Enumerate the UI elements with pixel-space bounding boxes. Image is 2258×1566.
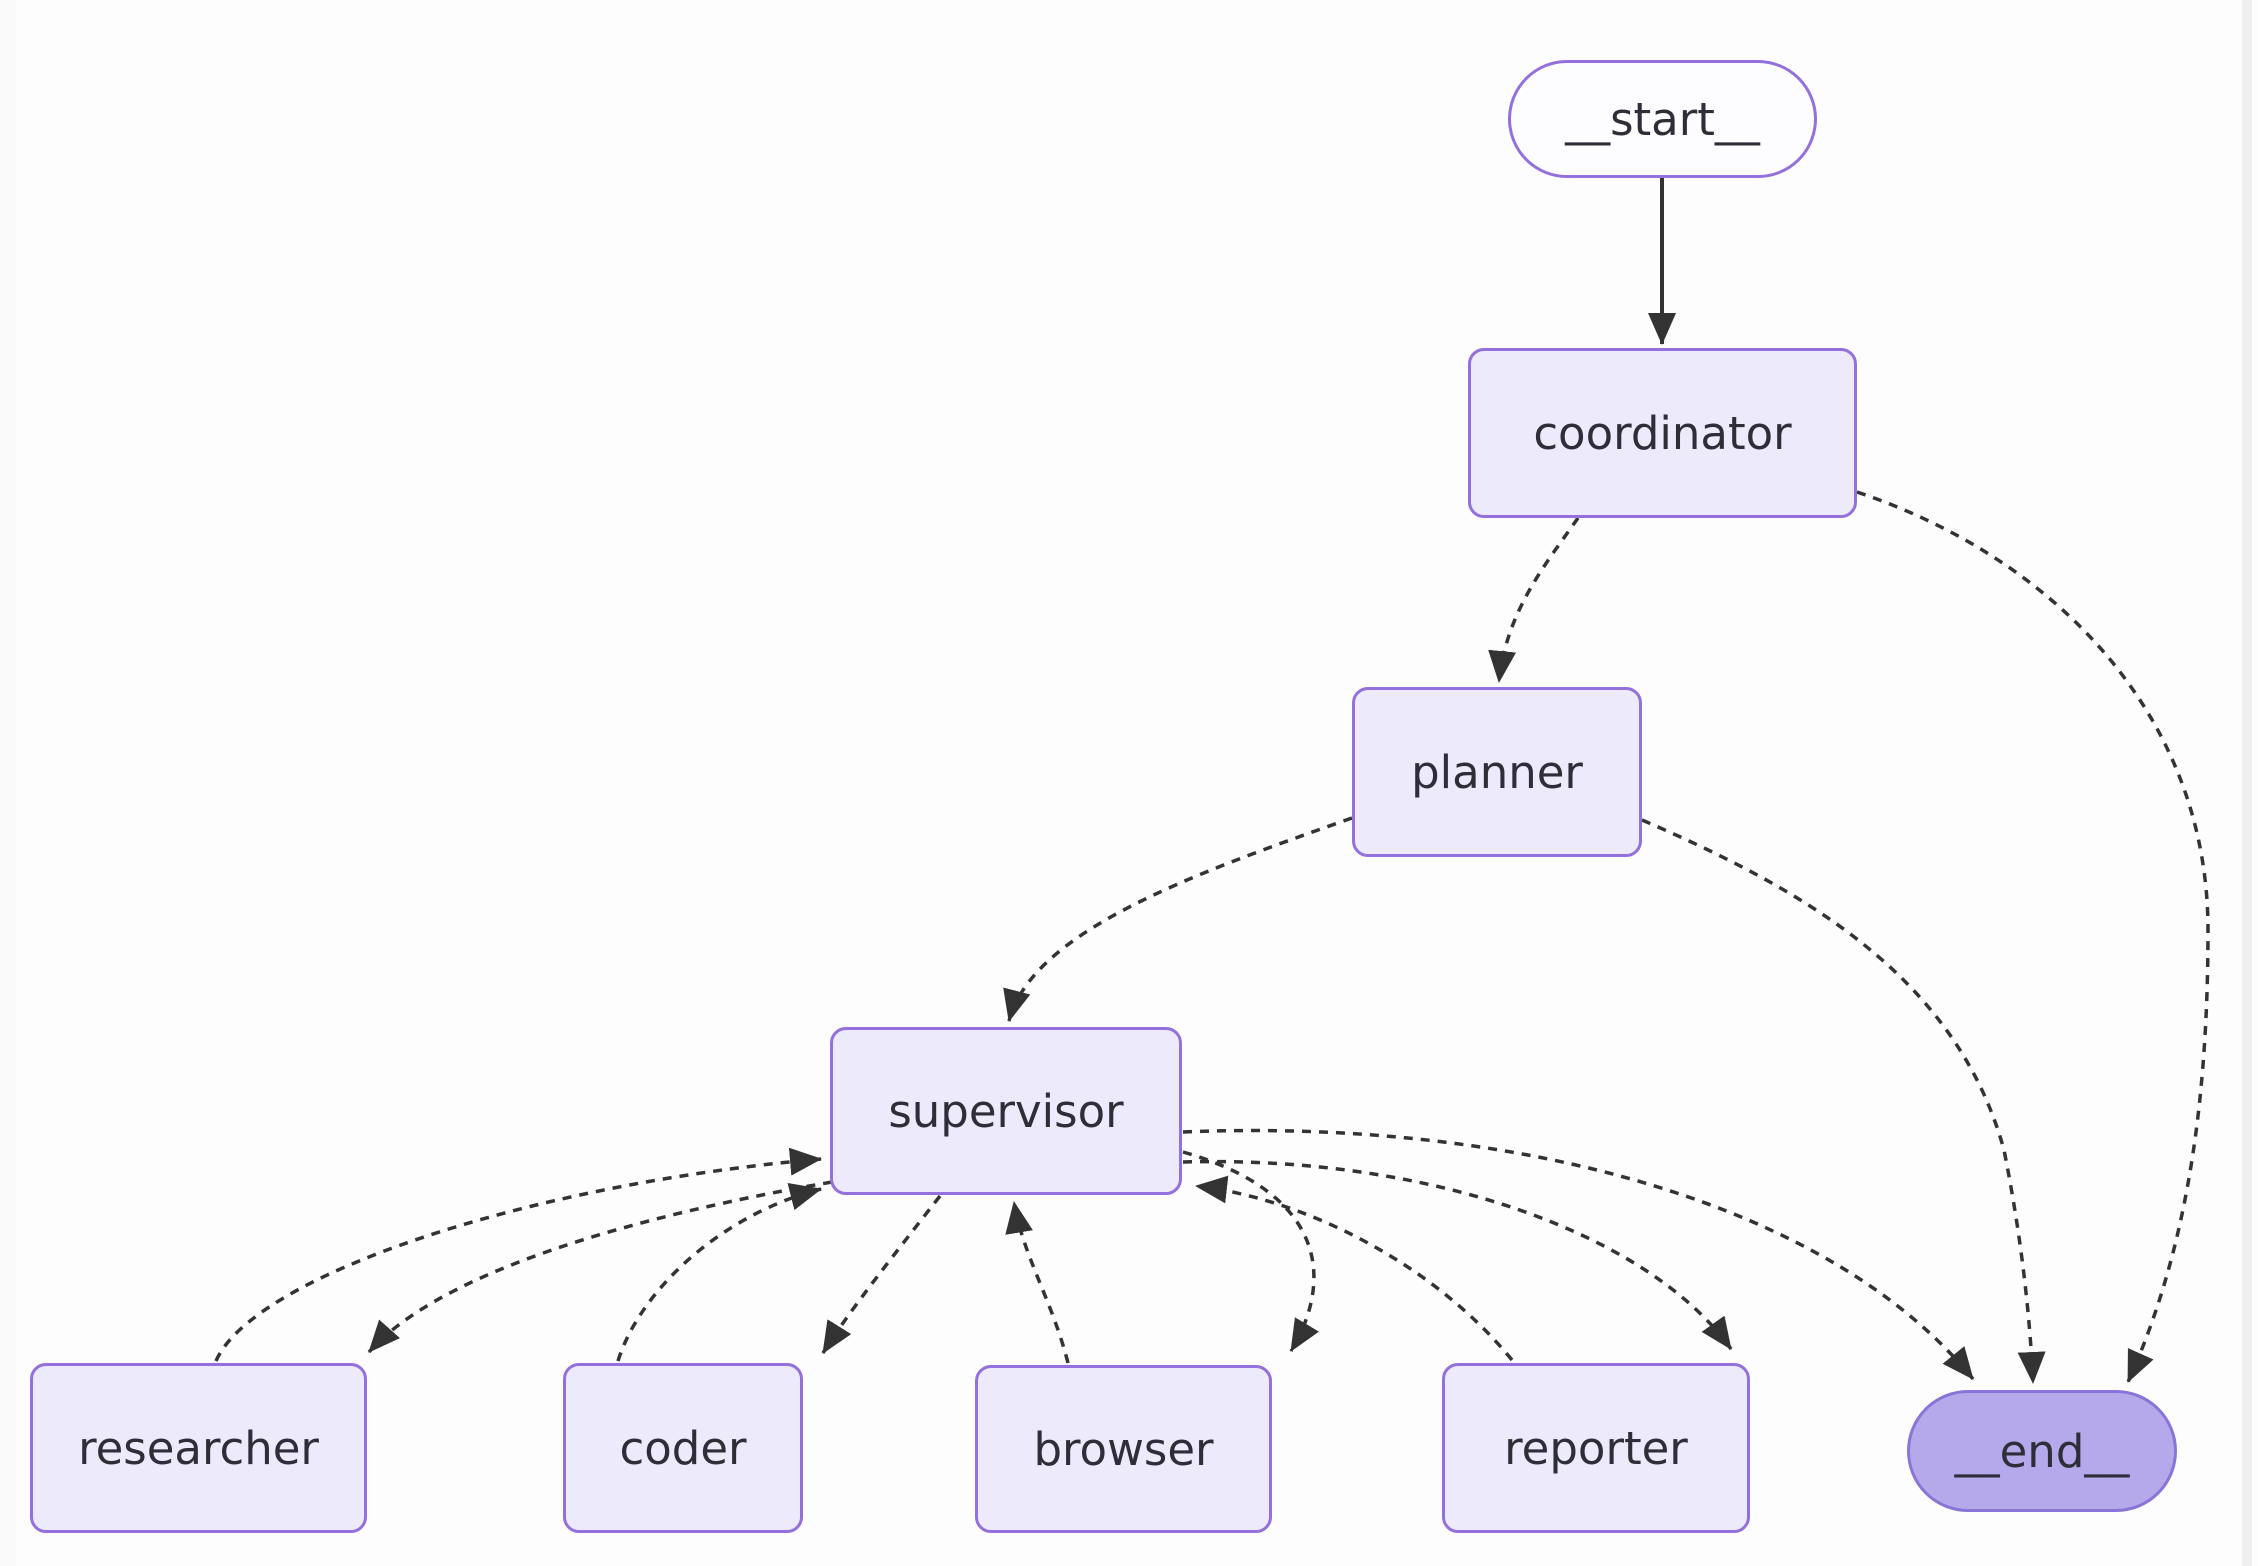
node-browser: browser: [975, 1365, 1272, 1533]
edge-reporter-to-supervisor: [1195, 1175, 1514, 1362]
node-label-reporter: reporter: [1504, 1421, 1688, 1475]
edge-planner-to-end: [1641, 818, 2046, 1384]
node-label-browser: browser: [1033, 1422, 1214, 1476]
node-label-coder: coder: [619, 1421, 747, 1475]
node-label-supervisor: supervisor: [888, 1084, 1124, 1138]
edge-researcher-to-supervisor: [214, 1147, 822, 1362]
page-left-gutter: [0, 0, 16, 1566]
edge-supervisor-to-researcher: [367, 1180, 833, 1354]
node-end: __end__: [1907, 1390, 2177, 1512]
edge-supervisor-to-browser: [1182, 1150, 1319, 1352]
edge-coordinator-to-planner: [1488, 516, 1580, 683]
edge-browser-to-supervisor: [1005, 1201, 1070, 1364]
edge-supervisor-to-end: [1182, 1128, 1975, 1381]
node-label-coordinator: coordinator: [1533, 406, 1792, 460]
edge-supervisor-to-coder: [821, 1194, 942, 1354]
node-start: __start__: [1508, 60, 1817, 178]
node-researcher: researcher: [30, 1363, 367, 1533]
edge-coordinator-to-end: [1856, 490, 2210, 1383]
node-planner: planner: [1352, 687, 1642, 857]
scrollbar-track: [2242, 0, 2252, 1566]
edge-planner-to-supervisor: [1003, 816, 1353, 1022]
node-coder: coder: [563, 1363, 803, 1533]
node-label-researcher: researcher: [78, 1421, 319, 1475]
node-label-planner: planner: [1411, 745, 1583, 799]
node-coordinator: coordinator: [1468, 348, 1857, 518]
node-label-start: __start__: [1565, 92, 1760, 146]
edge-coder-to-supervisor: [616, 1183, 822, 1362]
node-label-end: __end__: [1954, 1424, 2130, 1478]
node-supervisor: supervisor: [830, 1027, 1182, 1195]
edge-supervisor-to-reporter: [1182, 1159, 1733, 1351]
node-reporter: reporter: [1442, 1363, 1750, 1533]
